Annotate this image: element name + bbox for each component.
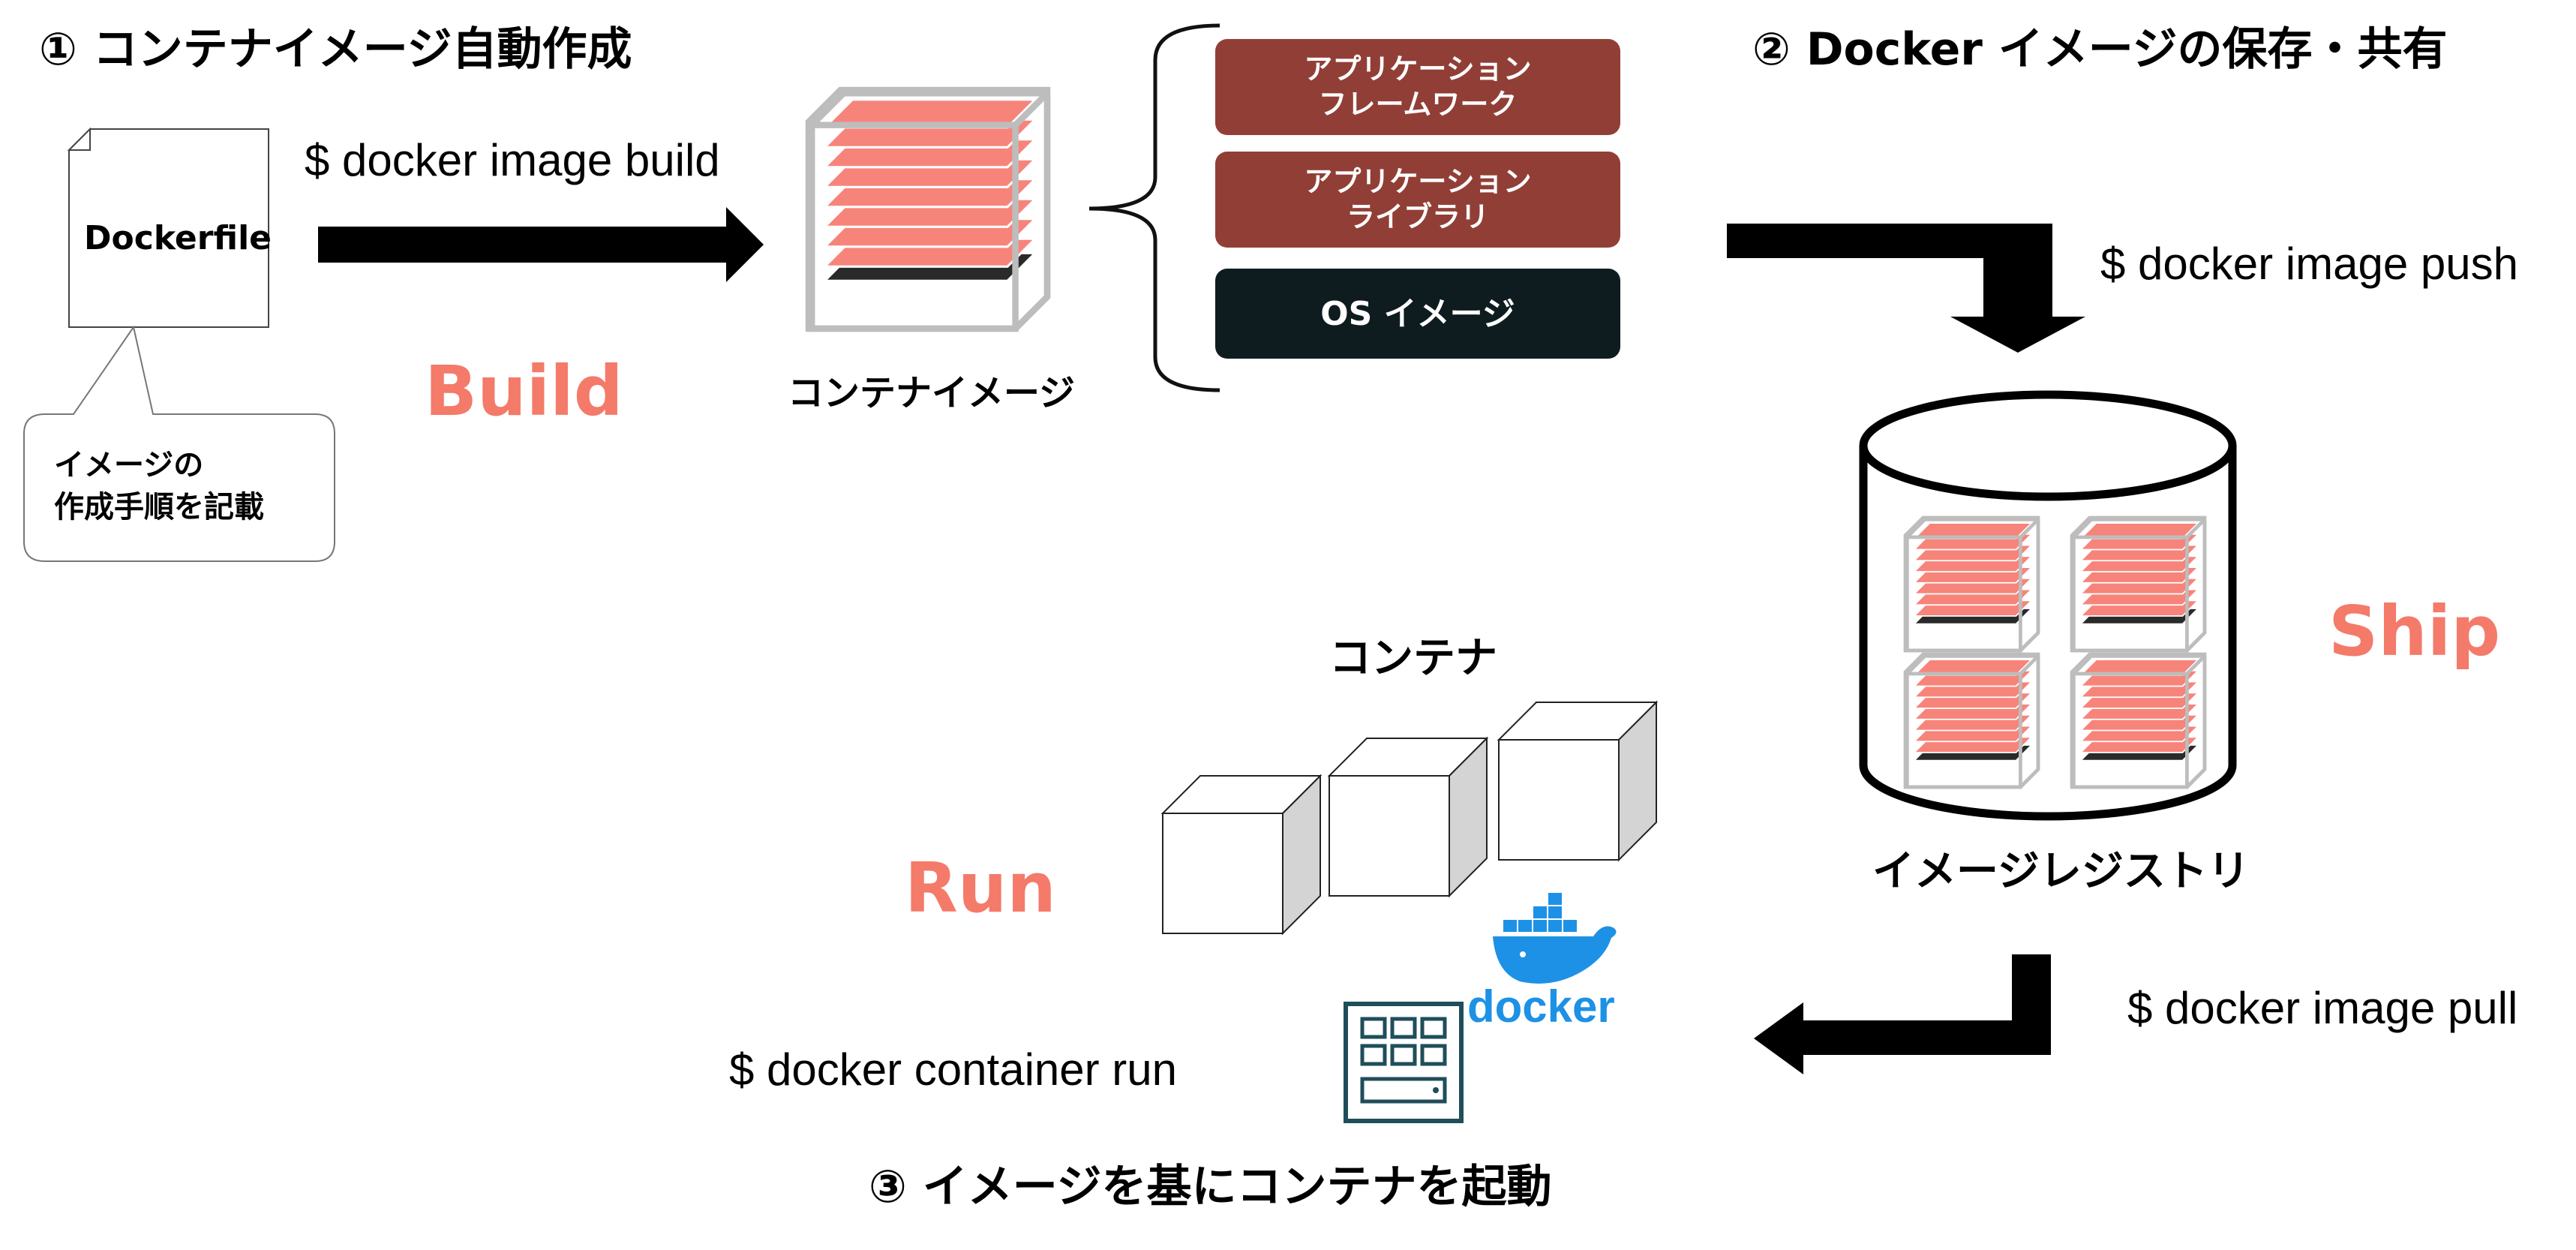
run-command: $ docker container run [729,1044,1178,1095]
run-phase-label: Run [905,848,1056,928]
container-cube-icon [1162,775,1321,934]
dockerfile-label: Dockerfile [84,219,272,257]
build-arrow [318,207,764,282]
docker-wordmark: docker [1467,981,1615,1032]
registry-image-icon [1905,518,2038,651]
push-arrow [1727,224,2085,353]
layer-os-image: OS イメージ [1215,269,1620,359]
layer-app-library: アプリケーション ライブラリ [1215,152,1620,248]
registry-image-icon [2072,654,2205,787]
callout-line2: 作成手順を記載 [54,490,264,524]
registry-image-icon [2072,518,2205,651]
dockerfile-callout [23,325,335,562]
server-icon [1344,1002,1464,1123]
step2-title: ② Docker イメージの保存・共有 [1752,23,2448,76]
step3-title: ③ イメージを基にコンテナを起動 [869,1161,1552,1213]
build-phase-label: Build [425,351,623,431]
container-image-label: コンテナイメージ [788,372,1076,414]
pull-arrow [1754,954,2051,1074]
dockerfile-document-icon [67,127,269,328]
build-command: $ docker image build [305,135,720,185]
registry-label: イメージレジストリ [1872,847,2250,896]
container-cube-icon [1329,738,1488,897]
callout-line1: イメージの [54,448,204,482]
containers-label: コンテナ [1329,634,1497,683]
layer-app-framework: アプリケーション フレームワーク [1215,39,1620,135]
ship-phase-label: Ship [2328,591,2501,672]
pull-command: $ docker image pull [2127,983,2518,1033]
docker-whale-icon [1493,893,1617,984]
registry-image-icon [1905,654,2038,787]
step1-title: ① コンテナイメージ自動作成 [39,23,632,76]
layers-brace [1088,23,1220,392]
push-command: $ docker image push [2100,239,2518,289]
container-image-icon [809,90,1047,329]
container-cube-icon [1498,702,1657,861]
